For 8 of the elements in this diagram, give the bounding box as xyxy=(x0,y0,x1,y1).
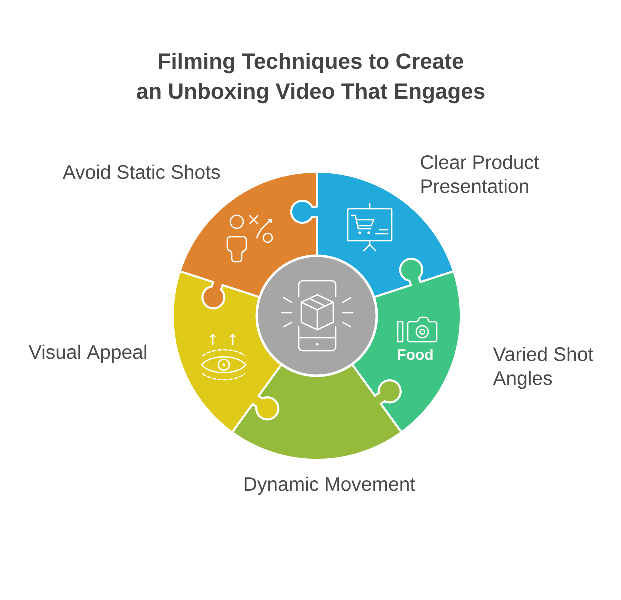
piece-label: Dynamic Movement xyxy=(244,476,416,496)
piece-label: Visual Appeal xyxy=(28,344,146,364)
piece-label: Clear Product Presentation xyxy=(421,155,540,194)
piece-label: Varied Shot Angles xyxy=(493,347,594,390)
center-circle xyxy=(256,254,378,378)
icon-label: Food xyxy=(398,349,433,360)
title: Filming Techniques to Create an Unboxing Video That Engages xyxy=(137,53,485,104)
piece-label: Avoid Static Shots xyxy=(62,164,220,180)
